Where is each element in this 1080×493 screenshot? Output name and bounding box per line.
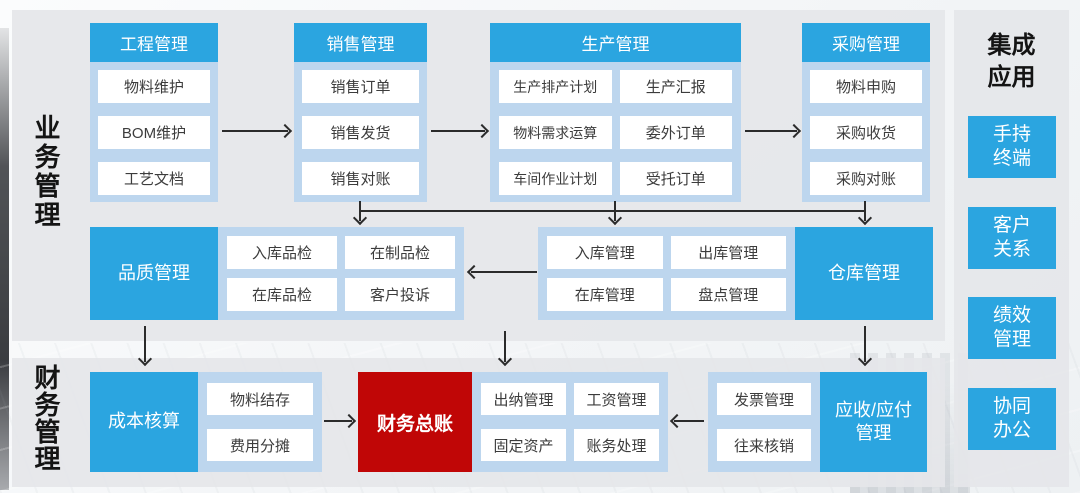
performance-line1: 绩效 [992,305,1031,327]
integration-collaborative-office: 协同 办公 [968,388,1056,450]
module-consignment-order: 受托订单 [619,162,732,195]
sales-header: 销售管理 [294,23,427,62]
engineering-column: 工程管理 物料维护 BOM维护 工艺文档 [90,23,218,202]
cost-accounting-box: 成本核算 [90,372,198,472]
integration-performance-management: 绩效 管理 [968,297,1056,359]
module-payroll-management: 工资管理 [574,383,659,415]
production-header: 生产管理 [490,23,741,62]
module-sales-reconciliation: 销售对账 [302,162,419,195]
crm-line2: 关系 [992,239,1031,260]
module-shopfloor-plan: 车间作业计划 [499,162,612,195]
engineering-header: 工程管理 [90,23,218,62]
module-sales-delivery: 销售发货 [302,116,419,149]
quality-items-group: 入库品检 在制品检 在库品检 客户投诉 [218,227,464,320]
arrow-production-to-procurement [745,123,802,139]
module-sales-order: 销售订单 [302,70,419,103]
quality-management-box: 品质管理 [90,227,218,320]
warehouse-management-box: 仓库管理 [795,227,933,320]
crm-line1: 客户 [992,215,1031,237]
module-purchase-reconciliation: 采购对账 [810,162,922,195]
integration-title-line1: 集成 [987,32,1036,59]
module-incoming-inspection: 入库品检 [227,236,337,269]
module-customer-complaint: 客户投诉 [345,278,455,311]
module-inbound-management: 入库管理 [547,236,663,269]
connector-line-top-to-middle [360,210,866,212]
finance-section-label: 财务管理 [31,364,61,472]
ar-ap-management-box: 应收/应付 管理 [820,372,927,472]
background-photo-strip [0,28,9,490]
module-expense-allocation: 费用分摊 [207,429,313,461]
module-stock-inspection: 在库品检 [227,278,337,311]
general-ledger-box: 财务总账 [358,372,472,472]
ar-ap-label-line2: 管理 [855,423,892,443]
module-purchase-receiving: 采购收货 [810,116,922,149]
arrow-engineering-to-sales [222,123,293,139]
arrow-cost-to-ledger [324,413,357,429]
procurement-header: 采购管理 [802,23,930,62]
ar-ap-label-line1: 应收/应付 [834,399,912,420]
module-production-report: 生产汇报 [619,70,732,103]
business-section-label: 业务管理 [31,114,61,230]
office-line1: 协同 [992,396,1031,418]
module-transaction-writeoff: 往来核销 [717,429,811,461]
arrow-production-to-warehouse [607,201,623,226]
arrow-sales-to-production [431,123,490,139]
accounting-items-group: 出纳管理 工资管理 固定资产 账务处理 [472,372,668,472]
integration-title-line2: 应用 [987,64,1036,92]
arrow-warehouse-to-quality [466,264,537,280]
production-column: 生产管理 生产排产计划 物料需求运算 车间作业计划 生产汇报 委外订单 受托订单 [490,23,741,202]
module-process-documents: 工艺文档 [98,162,210,195]
arrow-quality-to-cost [137,326,153,367]
performance-line2: 管理 [992,329,1031,350]
module-stocktaking-management: 盘点管理 [670,278,786,311]
module-outsourcing-order: 委外订单 [619,116,732,149]
handheld-line1: 手持 [992,124,1031,146]
module-fixed-assets: 固定资产 [481,429,566,461]
integration-handheld-terminal: 手持 终端 [968,116,1056,178]
arrow-middle-to-accounting [497,331,513,367]
module-material-balance: 物料结存 [207,383,313,415]
module-stock-management: 在库管理 [547,278,663,311]
office-line2: 办公 [992,420,1031,441]
module-production-scheduling: 生产排产计划 [499,70,612,103]
sales-column: 销售管理 销售订单 销售发货 销售对账 [294,23,427,202]
arrow-invoice-to-accounting [669,413,704,429]
arrow-warehouse-to-arap [857,326,873,367]
arrow-procurement-to-warehouse [857,201,873,226]
module-invoice-management: 发票管理 [717,383,811,415]
handheld-line2: 终端 [992,148,1031,169]
module-cashier-management: 出纳管理 [481,383,566,415]
arrow-sales-to-quality [352,201,368,226]
module-bom-maintenance: BOM维护 [98,116,210,149]
module-account-processing: 账务处理 [574,429,659,461]
module-mrp-calculation: 物料需求运算 [499,116,612,149]
module-inprocess-inspection: 在制品检 [345,236,455,269]
integration-customer-relations: 客户 关系 [968,207,1056,269]
module-material-requisition: 物料申购 [810,70,922,103]
procurement-column: 采购管理 物料申购 采购收货 采购对账 [802,23,930,202]
module-material-maintenance: 物料维护 [98,70,210,103]
invoice-items-group: 发票管理 往来核销 [708,372,820,472]
warehouse-items-group: 入库管理 出库管理 在库管理 盘点管理 [538,227,795,320]
integration-title: 集成 应用 [954,30,1069,95]
module-outbound-management: 出库管理 [670,236,786,269]
cost-items-group: 物料结存 费用分摊 [198,372,322,472]
